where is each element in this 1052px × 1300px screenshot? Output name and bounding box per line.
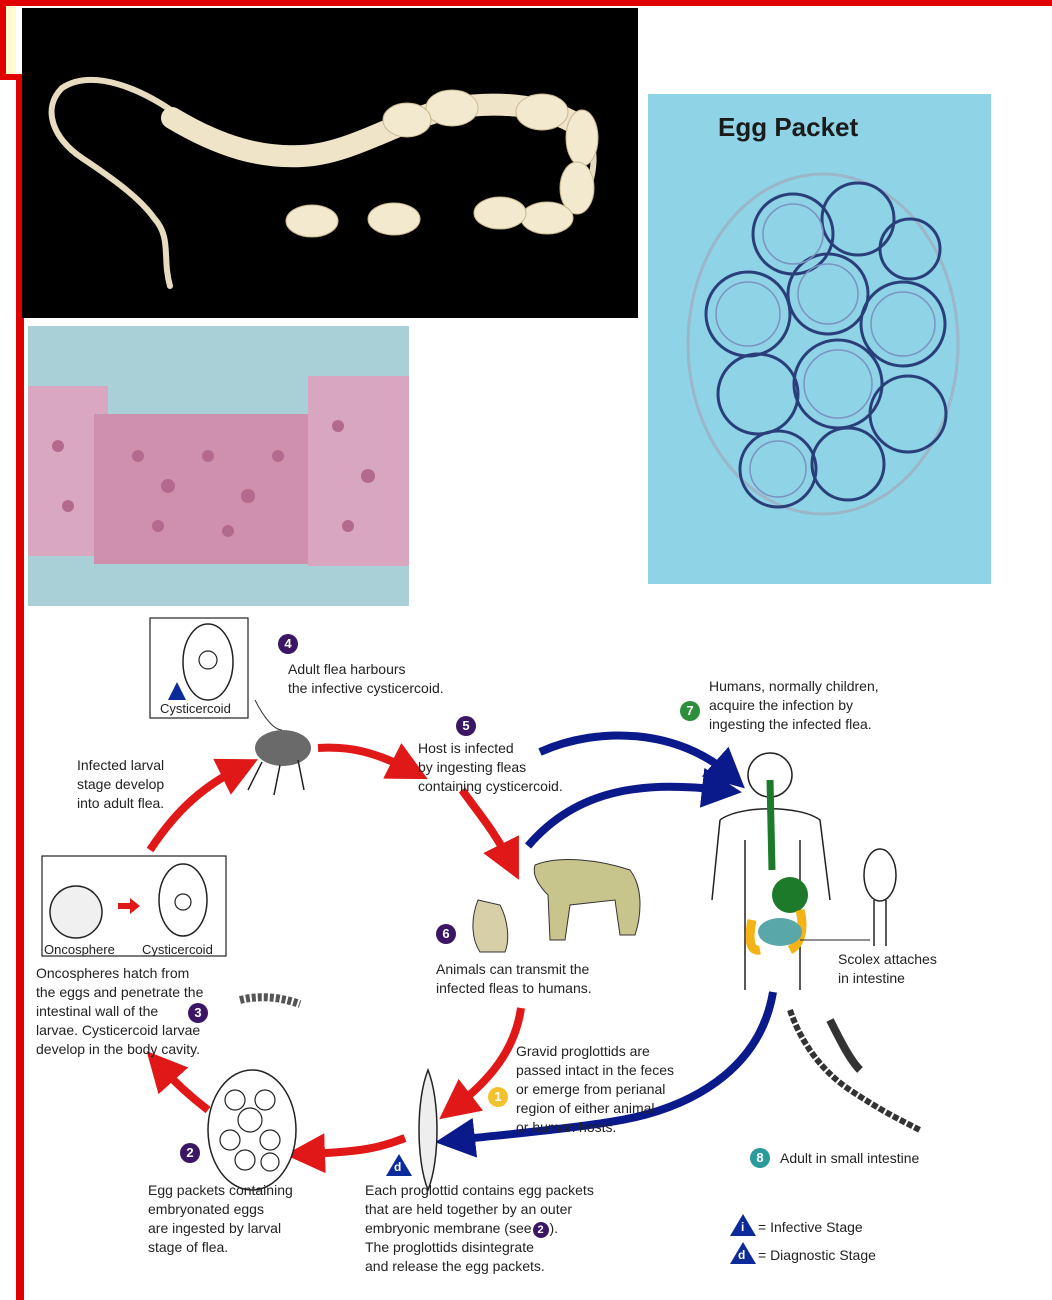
step-8-text: Adult in small intestine [780,1149,919,1168]
legend-diagnostic-marker: d [730,1242,756,1264]
oncosphere-label: Oncosphere [44,940,115,959]
proglottid-micrograph [28,326,409,606]
egg-packet-photo: Egg Packet [648,94,991,584]
step-1-badge: 1 [488,1087,508,1107]
step-2-inline-badge: 2 [533,1222,549,1238]
step-5-badge: 5 [456,716,476,736]
step-3-badge: 3 [188,1003,208,1023]
step-8-badge: 8 [750,1148,770,1168]
step-4-badge: 4 [278,634,298,654]
cysticercoid-left-label: Cysticercoid [142,940,213,959]
frame-top-border [0,0,1052,6]
step-7-text: Humans, normally children,acquire the in… [709,677,879,734]
step-2-badge: 2 [180,1143,200,1163]
step-7-badge: 7 [680,701,700,721]
legend-diagnostic-label: = Diagnostic Stage [758,1246,876,1265]
legend-infective-marker: i [730,1214,756,1236]
tapeworm-photo [22,8,638,318]
frame-corner [1046,0,1052,6]
step-3-text: Oncospheres hatch from the eggs and pene… [36,964,203,1059]
frame-left-border-upper [0,0,6,80]
step-d-text: Each proglottid contains egg packets tha… [365,1181,594,1276]
cysticercoid-box-label: Cysticercoid [160,699,231,718]
diagnostic-stage-d-marker: d [386,1154,412,1176]
step-6-badge: 6 [436,924,456,944]
legend-infective-label: = Infective Stage [758,1218,863,1237]
frame-corner-fill [6,6,16,74]
